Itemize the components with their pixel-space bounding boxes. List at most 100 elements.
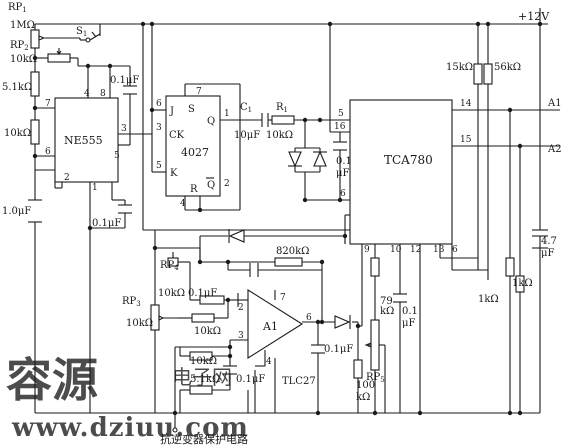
pin-tca-10: 10 [390,245,402,255]
pin-tca-6b: 6 [452,245,458,255]
r-100k-unit: kΩ [356,392,370,403]
pin-ff-2: 2 [224,179,230,189]
ff-k: K [170,168,178,179]
r-10k-in-label: 10kΩ [194,326,221,337]
capacitors [28,85,548,375]
pin-tca-16: 16 [334,122,346,132]
pin-tca-5: 5 [338,109,344,119]
tca780-chip [349,99,453,245]
opamp-label: A1 [262,320,278,333]
wires [34,8,560,428]
c1-label-sub: 1 [248,106,252,114]
output-a1-label: A1 [547,98,562,109]
ff-s: S [188,104,195,115]
tca780-label: TCA780 [384,153,433,167]
pin-555-7: 7 [45,99,51,109]
pin-tca-12: 12 [410,245,421,255]
output-a2-label: A2 [547,144,562,155]
r1-label: R1 [276,102,288,114]
r1-label-sub: 1 [284,106,288,114]
s1-label-sub: 1 [83,30,87,38]
r-1k-a-label: 1kΩ [478,294,499,305]
pin-ff-6: 6 [156,99,162,109]
pin-555-4: 4 [84,89,90,99]
pin-op-6: 6 [306,313,312,323]
pin-555-1: 1 [92,183,98,193]
rp4-label-text: RP [160,260,175,271]
pin-op-2: 2 [238,303,244,313]
rp4-label: RP4 [160,260,179,272]
ff-j: J [169,106,174,117]
rp1-label-sub: 1 [22,6,26,14]
c-1uf-label: 1.0μF [2,206,31,217]
rp1-value: 1MΩ [10,20,35,31]
c-01-b-label: 0.1μF [92,218,121,229]
c1-label-text: C [240,102,248,113]
rp2-value: 10kΩ [10,54,37,65]
c-01-tca-label: 0.1 [336,156,352,167]
junctions [32,21,543,416]
ff-q: Q [207,116,215,127]
pin-555-5: 5 [114,151,120,161]
pin-tca-9: 9 [364,245,370,255]
c-01-out-label: 0.1μF [324,344,353,355]
c-01-pin10-label: 0.1 [402,306,418,317]
pin-tca-15: 15 [460,135,472,145]
pin-555-8: 8 [100,89,106,99]
c-01-pin10-unit: μF [402,318,415,329]
switch-s1 [85,31,101,43]
diodes [228,150,351,329]
opamp-triangle [247,289,304,359]
pin-555-3: 3 [121,124,127,134]
r-10k-555-label: 10kΩ [4,128,31,139]
ff-r: R [190,184,198,195]
pin-555-2: 2 [64,173,70,183]
pin-op-4: 4 [266,357,272,367]
pin-ff-5: 5 [156,161,162,171]
r-100k-label: 100 [356,380,375,391]
rp3-value: 10kΩ [126,318,153,329]
potentiometers [30,29,385,371]
diagram-caption: 抗逆变器保护电路 [160,432,248,446]
pin-tca-13: 13 [433,245,445,255]
c1-value: 10μF [234,130,260,141]
output-terminal [172,427,178,433]
pin-op-7: 7 [280,293,286,303]
pin-tca-6: 6 [340,189,346,199]
rp4-value: 10kΩ [158,288,185,299]
rp2-label-text: RP [10,40,25,51]
pin-ff-3: 3 [156,123,162,133]
pin-numbers: 8 4 7 6 3 5 2 1 6 7 3 1 5 4 2 5 16 6 14 … [45,87,472,367]
c-01-pos-label: 0.1μF [236,374,265,385]
r-79k-unit: kΩ [380,306,394,317]
pin-op-3: 3 [238,331,244,341]
pin-ff-7: 7 [196,87,202,97]
rp5-label-text: RP [366,372,381,383]
pin-ff-4: 4 [180,199,186,209]
cd4027-chip [165,95,221,197]
rp3-label: RP3 [122,296,141,308]
cd4027-label: 4027 [181,146,209,159]
r1-value: 10kΩ [266,130,293,141]
rp4-label-sub: 4 [174,264,179,272]
s1-label: S1 [76,26,87,38]
rp3-label-text: RP [122,296,137,307]
resistors [30,63,525,395]
component-labels: RP1 1MΩ S1 RP2 10kΩ 5.1kΩ 10kΩ 1.0μF 0.1… [2,2,557,403]
r-820k-label: 820kΩ [276,246,309,257]
rp1-label-text: RP [8,2,23,13]
r-1k-b-label: 1kΩ [512,278,533,289]
c1-label: C1 [240,102,252,114]
c-47-unit: μF [541,248,554,259]
ne555-label: NE555 [64,134,103,147]
r-10k-pos-label: 10kΩ [190,356,217,367]
opamp-part-label: TLC27 [282,376,316,387]
r-79k-label: 79 [380,296,393,307]
r-5k1-pos-label: 5.1kΩ [190,374,220,385]
watermark-sub: 电子网 [172,365,232,389]
rp5-label-sub: 5 [380,376,384,384]
supply-label: +12V [518,10,550,23]
c-01-tca-unit: μF [336,168,349,179]
rp5-label: RP5 [366,372,385,384]
